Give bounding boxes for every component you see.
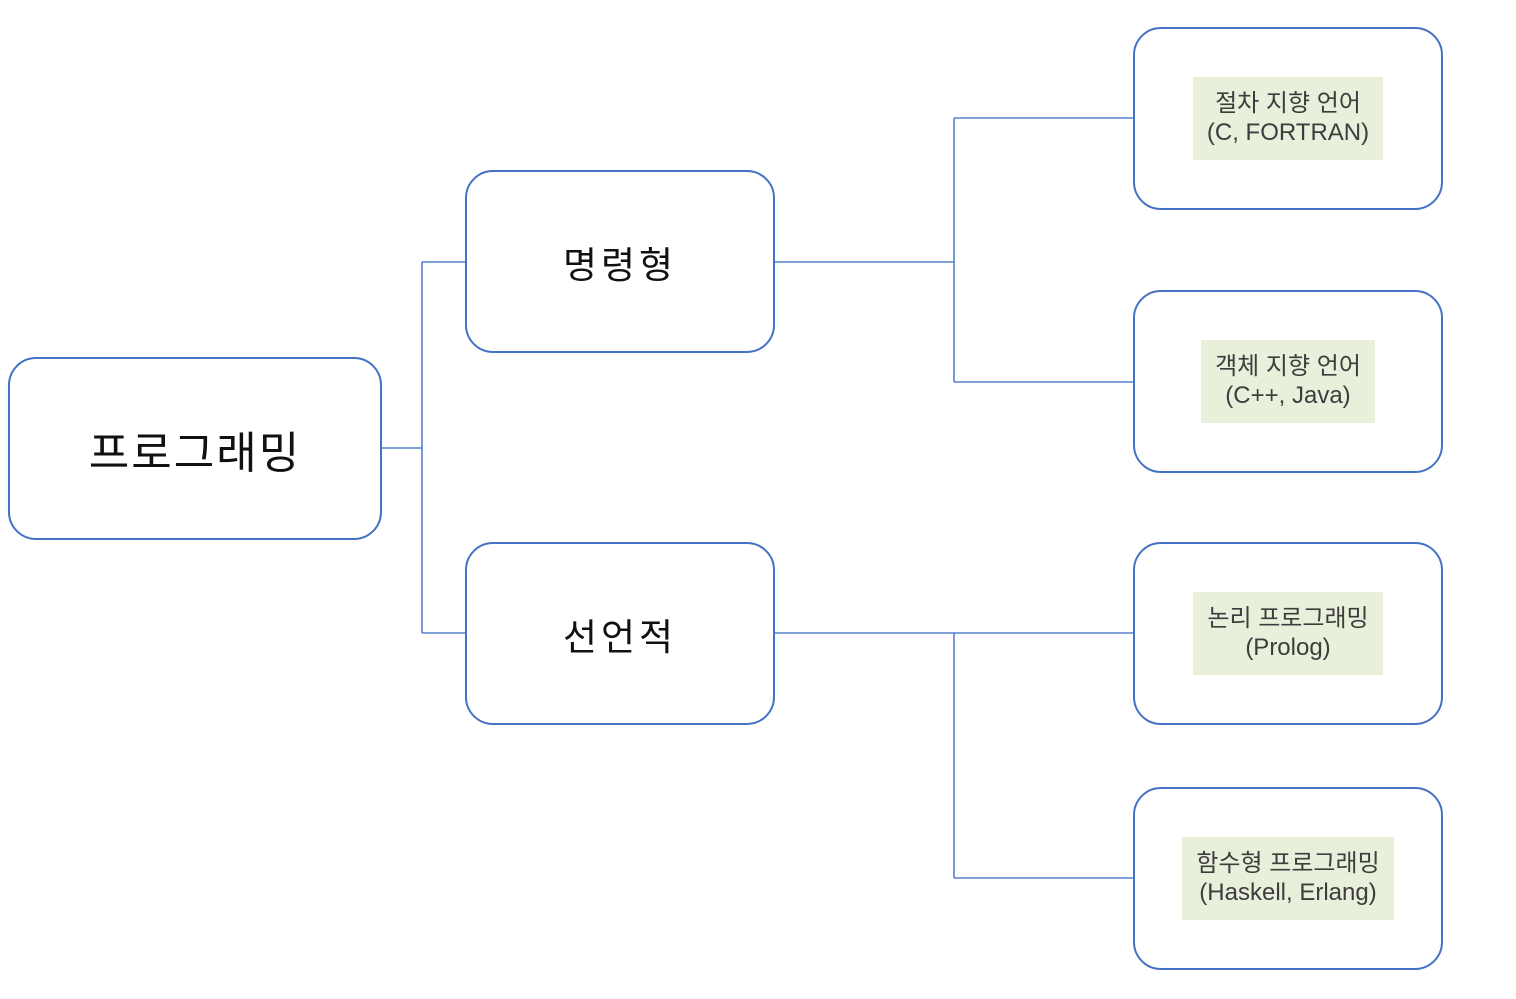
node-imperative: 명령형 [465, 170, 775, 353]
node-declarative-label: 선언적 [562, 616, 678, 658]
functional-programming-examples: (Haskell, Erlang) [1199, 878, 1377, 906]
functional-programming-label: 함수형 프로그래밍 (Haskell, Erlang) [1182, 836, 1394, 921]
node-declarative: 선언적 [465, 542, 775, 725]
object-oriented-languages-label: 객체 지향 언어 (C++, Java) [1201, 339, 1375, 424]
node-functional-programming: 함수형 프로그래밍 (Haskell, Erlang) [1133, 787, 1443, 970]
node-programming: 프로그래밍 [8, 357, 382, 540]
object-oriented-languages-examples: (C++, Java) [1225, 381, 1351, 409]
connector-declarative-to-children [775, 632, 1133, 879]
node-programming-label: 프로그래밍 [88, 428, 302, 478]
object-oriented-languages-title: 객체 지향 언어 [1215, 352, 1361, 380]
logic-programming-title: 논리 프로그래밍 [1207, 604, 1369, 632]
functional-programming-title: 함수형 프로그래밍 [1196, 849, 1380, 877]
node-logic-programming: 논리 프로그래밍 (Prolog) [1133, 542, 1443, 725]
procedural-languages-examples: (C, FORTRAN) [1206, 118, 1370, 146]
node-imperative-label: 명령형 [562, 244, 678, 286]
node-object-oriented-languages: 객체 지향 언어 (C++, Java) [1133, 290, 1443, 473]
procedural-languages-label: 절차 지향 언어 (C, FORTRAN) [1192, 76, 1384, 161]
logic-programming-label: 논리 프로그래밍 (Prolog) [1193, 591, 1383, 676]
connector-imperative-to-children [775, 117, 1133, 383]
connector-root-to-branches [382, 261, 465, 634]
procedural-languages-title: 절차 지향 언어 [1215, 89, 1361, 117]
logic-programming-examples: (Prolog) [1245, 633, 1331, 661]
node-procedural-languages: 절차 지향 언어 (C, FORTRAN) [1133, 27, 1443, 210]
